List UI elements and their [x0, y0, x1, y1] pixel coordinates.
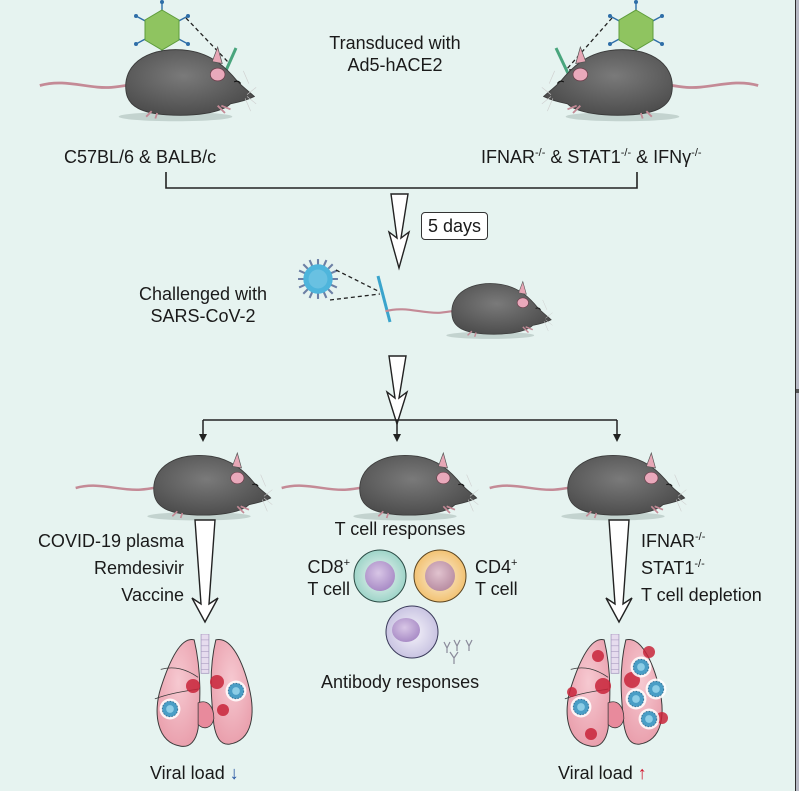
- condition-stat1-text: STAT1: [641, 558, 695, 578]
- lungs-high-viral-load: [564, 634, 668, 747]
- sars-cov-2-icon: [297, 258, 339, 300]
- sup-ifng: -/-: [691, 147, 702, 159]
- treatment-covid-plasma: COVID-19 plasma: [37, 531, 184, 551]
- outcome-left: Viral load ↓: [150, 762, 239, 784]
- mouse-branch-left: [74, 451, 274, 522]
- cd4-label: CD4+ T cell: [475, 556, 518, 600]
- b-cell-antibody-icon: [385, 605, 473, 664]
- challenge-line-1: Challenged with: [138, 284, 268, 304]
- cd8-label: CD8+ T cell: [284, 556, 350, 600]
- condition-stat1-sup: -/-: [694, 558, 705, 570]
- window-edge-tick: [796, 389, 799, 393]
- mouse-c57bl6-balbc: [38, 45, 258, 123]
- t-cell-responses-title: T cell responses: [334, 519, 466, 539]
- window-edge: [795, 0, 799, 791]
- transduction-line-1: Transduced with: [329, 33, 461, 53]
- condition-ifnar-text: IFNAR: [641, 531, 695, 551]
- down-arrow-icon: ↓: [229, 763, 239, 783]
- up-arrow-icon: ↑: [637, 763, 647, 783]
- mouse-branch-middle: [280, 451, 480, 522]
- strain-ifng: & IFNγ: [631, 147, 692, 167]
- hollow-arrow-left: [191, 519, 219, 624]
- challenge-line-2: SARS-CoV-2: [150, 306, 256, 326]
- transduction-label: Transduced with Ad5-hACE2: [300, 32, 490, 76]
- lungs-low-viral-load: [154, 634, 253, 747]
- hollow-arrow-1: [387, 193, 411, 271]
- condition-ifnar-sup: -/-: [695, 531, 706, 543]
- sup-stat1: -/-: [620, 147, 632, 159]
- left-strain-label: C57BL/6 & BALB/c: [64, 147, 217, 167]
- hollow-arrow-right: [605, 519, 633, 624]
- outcome-right: Viral load ↑: [558, 762, 647, 784]
- antibody-responses-label: Antibody responses: [321, 672, 480, 692]
- transduction-line-2: Ad5-hACE2: [347, 55, 443, 75]
- cd8-sub-label: T cell: [307, 579, 350, 599]
- strain-stat1: & STAT1: [545, 147, 621, 167]
- cd4-sub-label: T cell: [475, 579, 518, 599]
- treatment-list: COVID-19 plasma Remdesivir Vaccine: [0, 528, 184, 609]
- treatment-vaccine: Vaccine: [121, 585, 184, 605]
- condition-tcell-text: T cell depletion: [641, 585, 762, 605]
- challenge-label: Challenged with SARS-CoV-2: [118, 283, 288, 327]
- sup-ifnar: -/-: [535, 147, 546, 159]
- right-strain-label: IFNAR-/- & STAT1-/- & IFNγ-/-: [481, 146, 702, 168]
- merge-bracket: [165, 172, 638, 189]
- cd8-text: CD8: [307, 557, 344, 577]
- cd8-t-cell-icon: [353, 549, 407, 603]
- condition-t-cell-depletion: T cell depletion: [641, 582, 762, 609]
- mouse-knockout: [540, 45, 760, 123]
- cd4-sup: +: [511, 557, 518, 569]
- cd8-sup: +: [343, 557, 350, 569]
- hollow-arrow-2: [385, 355, 409, 427]
- mouse-branch-right: [488, 451, 688, 522]
- interval-badge: 5 days: [421, 212, 489, 240]
- cd4-t-cell-icon: [413, 549, 467, 603]
- mouse-challenged: [384, 280, 554, 341]
- treatment-remdesivir: Remdesivir: [93, 558, 184, 578]
- condition-stat1: STAT1-/-: [641, 555, 762, 582]
- viral-load-label-left: Viral load: [150, 763, 225, 783]
- strain-ifnar: IFNAR: [481, 147, 535, 167]
- viral-load-label-right: Viral load: [558, 763, 633, 783]
- cd4-text: CD4: [475, 557, 512, 577]
- condition-list: IFNAR-/- STAT1-/- T cell depletion: [641, 528, 762, 609]
- condition-ifnar: IFNAR-/-: [641, 528, 762, 555]
